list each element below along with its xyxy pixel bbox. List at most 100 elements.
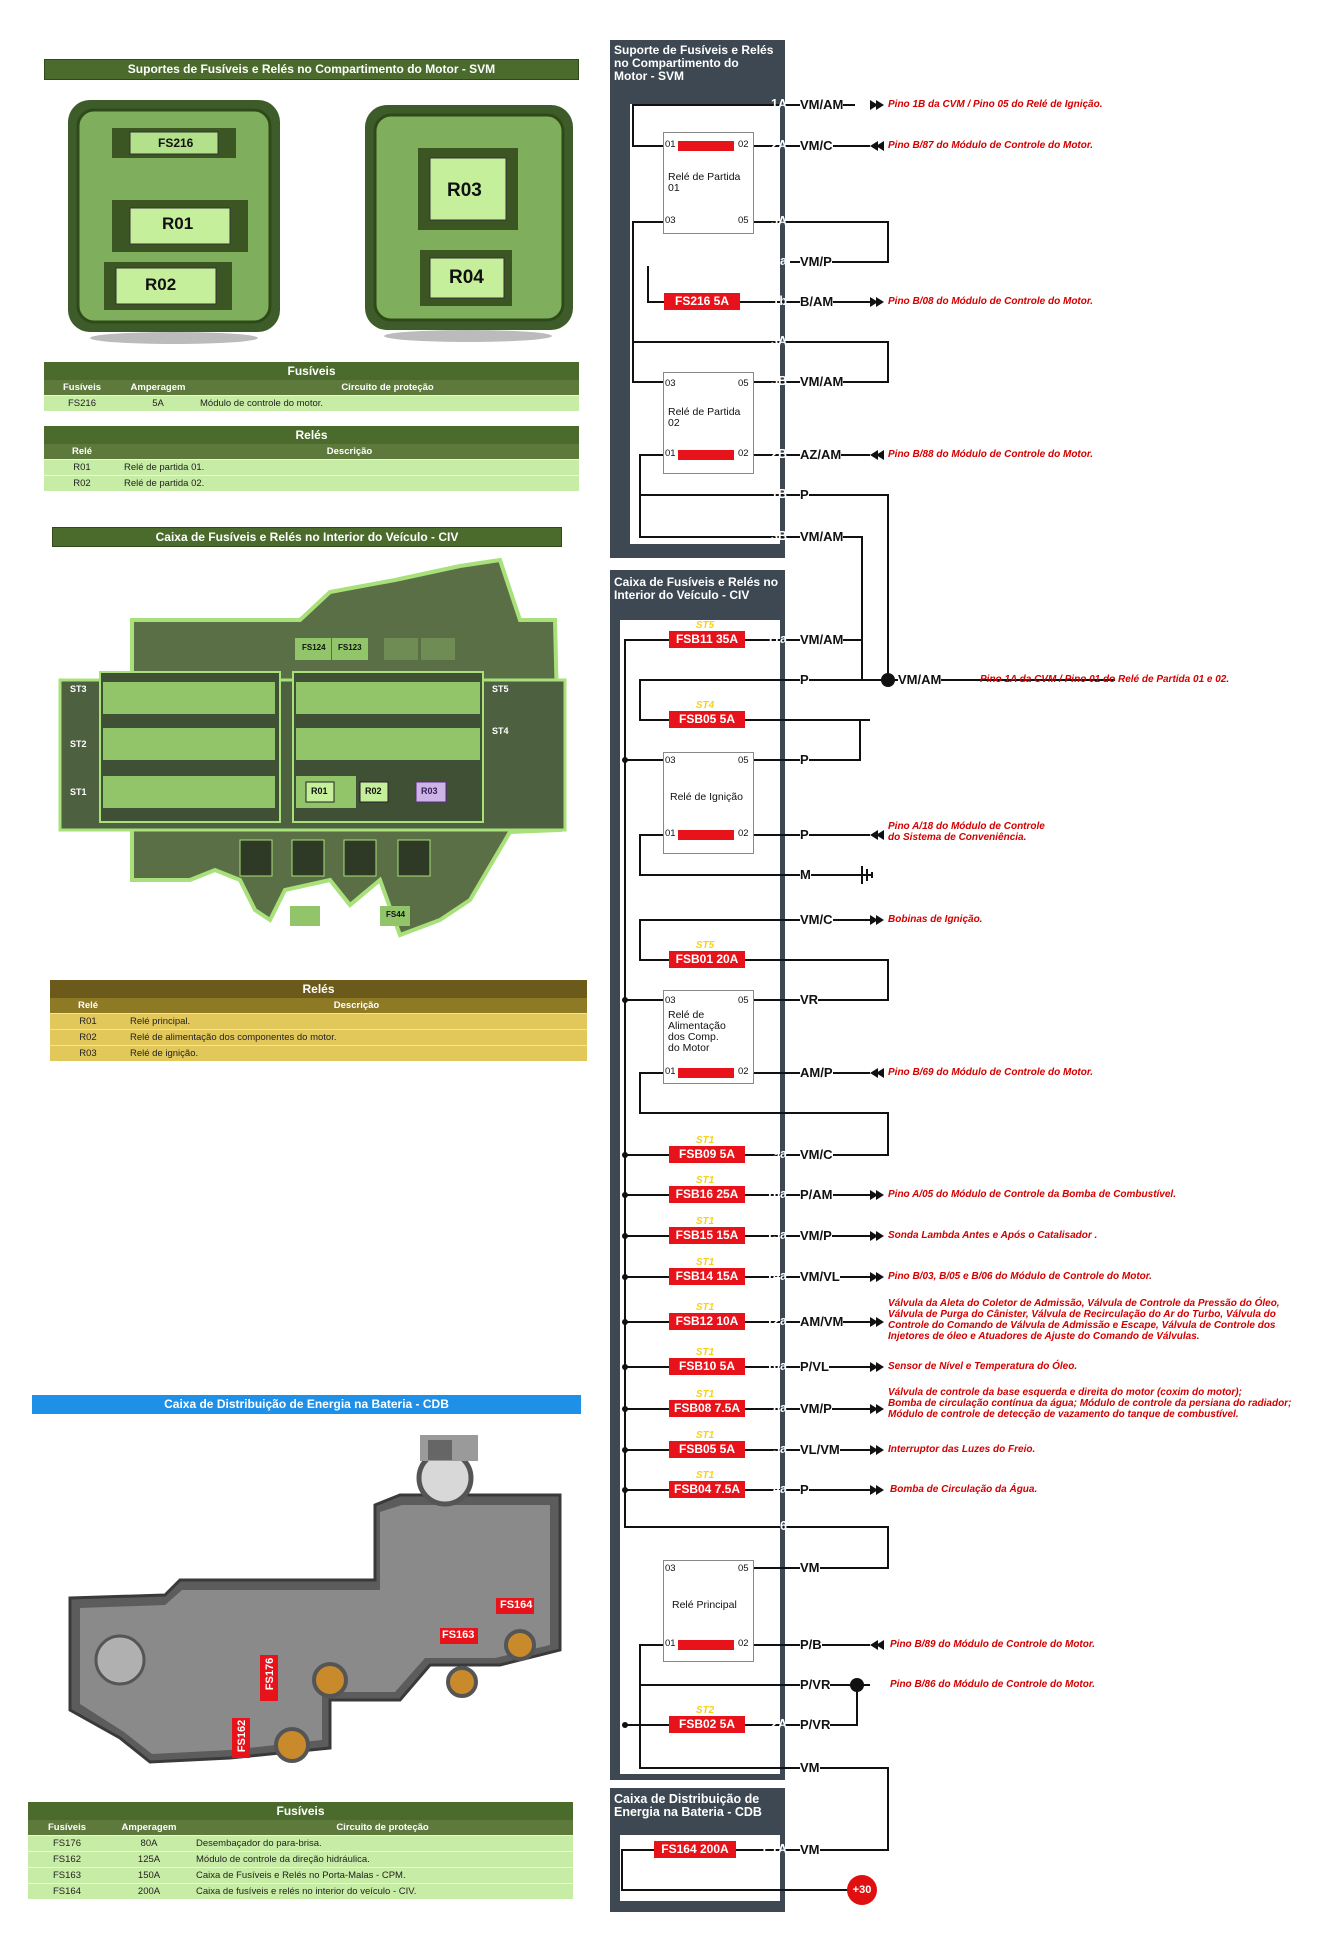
pin-label: 3A (771, 334, 787, 348)
relay-pin: 03 (665, 1563, 676, 1574)
photo-label-r02: R02 (145, 275, 177, 294)
wire-label: VM (800, 1760, 820, 1775)
photo-label-st1: ST1 (70, 787, 87, 797)
photo-label-fs123: FS123 (338, 643, 362, 652)
relay-pin: 02 (738, 828, 749, 839)
civ-box-image (58, 557, 567, 938)
pin-label: 10a (766, 1359, 787, 1373)
pin-label: 3B (771, 529, 787, 543)
pin-label: 2A (771, 1717, 787, 1731)
col-fuse: Fusíveis (28, 1820, 106, 1836)
fuse-st: ST2 (695, 1705, 715, 1716)
relay-pin: 05 (738, 215, 749, 226)
fuse-st: ST1 (695, 1216, 715, 1227)
fuse-fsb05: FSB05 5A (669, 711, 745, 728)
fuse-fsb02: FSB02 5A (669, 1716, 745, 1733)
cdb-header: Caixa de Distribuição de Energia na Bate… (32, 1395, 581, 1414)
col-amp: Amperagem (120, 380, 196, 396)
photo-label-fs176: FS176 (264, 1657, 277, 1691)
relay-pin: 03 (665, 755, 676, 766)
pin-label: 5a (773, 1442, 787, 1456)
photo-label-civ-r01: R01 (311, 786, 328, 796)
pin-label: 11a (766, 632, 787, 646)
photo-label-civ-r03: R03 (421, 786, 438, 796)
fuse-fsb15: FSB15 15A (669, 1227, 745, 1244)
desc: Pino B/69 do Módulo de Controle do Motor… (888, 1067, 1093, 1078)
photo-label-st3: ST3 (70, 684, 87, 694)
photo-label-r04: R04 (449, 267, 484, 288)
relay-coil (678, 1068, 734, 1078)
fuse-fsb10: FSB10 5A (669, 1358, 745, 1375)
pin-label: 8a (773, 1401, 787, 1415)
pin-label: 2B (771, 447, 787, 461)
wire-label: AM/P (800, 1065, 833, 1080)
desc: Pino B/08 do Módulo de Controle do Motor… (888, 296, 1093, 307)
fuse-fsb09: FSB09 5A (669, 1146, 745, 1163)
desc: Pino B/88 do Módulo de Controle do Motor… (888, 449, 1093, 460)
wire-label: VM/P (800, 254, 832, 269)
cdb-fuses-title: Fusíveis (28, 1802, 573, 1820)
fuse-st: ST1 (695, 1302, 715, 1313)
relay-pin: 02 (738, 1066, 749, 1077)
fuse-st: ST1 (695, 1347, 715, 1358)
wire-label: P (800, 827, 809, 842)
wire-label: P (800, 487, 809, 502)
civ-relays-title: Relés (50, 980, 587, 998)
photo-label-fs44: FS44 (386, 910, 406, 919)
photo-label-fs216: FS216 (158, 136, 194, 150)
photo-label-civ-r02: R02 (365, 786, 382, 796)
pin-label: 1a (773, 254, 787, 268)
photo-label-st2: ST2 (70, 739, 87, 749)
wire-label: VM/C (800, 1147, 833, 1162)
battery-plus30-icon: +30 (847, 1875, 877, 1905)
relay-pin: 02 (738, 139, 749, 150)
fuse-st: ST4 (695, 700, 715, 711)
fuse-fs216: FS216 5A (664, 293, 740, 310)
desc: Bobinas de Ignição. (888, 914, 983, 925)
svm-header: Suportes de Fusíveis e Relés no Comparti… (44, 59, 579, 80)
relay-pin: 05 (738, 378, 749, 389)
desc: Interruptor das Luzes do Freio. (888, 1444, 1036, 1455)
wire-label: M (800, 867, 811, 882)
desc: Pino A/05 do Módulo de Controle da Bomba… (888, 1189, 1176, 1200)
pin-label: 1b (772, 294, 787, 308)
pin-label: 12a (766, 1314, 787, 1328)
wire-label: P/VL (800, 1359, 829, 1374)
photo-label-fs164: FS164 (500, 1599, 533, 1611)
desc: Pino B/03, B/05 e B/06 do Módulo de Cont… (888, 1271, 1152, 1282)
wire-label: VM/VL (800, 1269, 840, 1284)
relay-pin: 03 (665, 378, 676, 389)
wire-label: VM/C (800, 138, 833, 153)
wire-label: VM/AM (800, 374, 844, 389)
wire-label: AM/VM (800, 1314, 844, 1329)
relay-pin: 01 (665, 1066, 676, 1077)
wire-label: VM/AM (800, 97, 844, 112)
wire-label: VM/C (800, 912, 833, 927)
relay-pin: 03 (665, 995, 676, 1006)
desc: Válvula da Aleta do Coletor de Admissão,… (888, 1298, 1280, 1342)
relay-coil (678, 450, 734, 460)
cdb-box-image (68, 1435, 562, 1764)
relay-pin: 01 (665, 448, 676, 459)
wire-label: B/AM (800, 294, 834, 309)
wire-label: VM/P (800, 1228, 832, 1243)
relay-pin: 05 (738, 995, 749, 1006)
fuse-fsb16: FSB16 25A (669, 1186, 745, 1203)
fuse-st: ST1 (695, 1470, 715, 1481)
relay-pin: 03 (665, 215, 676, 226)
relay-pin: 02 (738, 448, 749, 459)
col-circuit: Circuito de proteção (192, 1820, 573, 1836)
col-fuse: Fusíveis (44, 380, 120, 396)
fuse-fsb05-st1: FSB05 5A (669, 1441, 745, 1458)
photo-label-fs124: FS124 (302, 643, 326, 652)
photo-label-fs162: FS162 (236, 1719, 249, 1753)
